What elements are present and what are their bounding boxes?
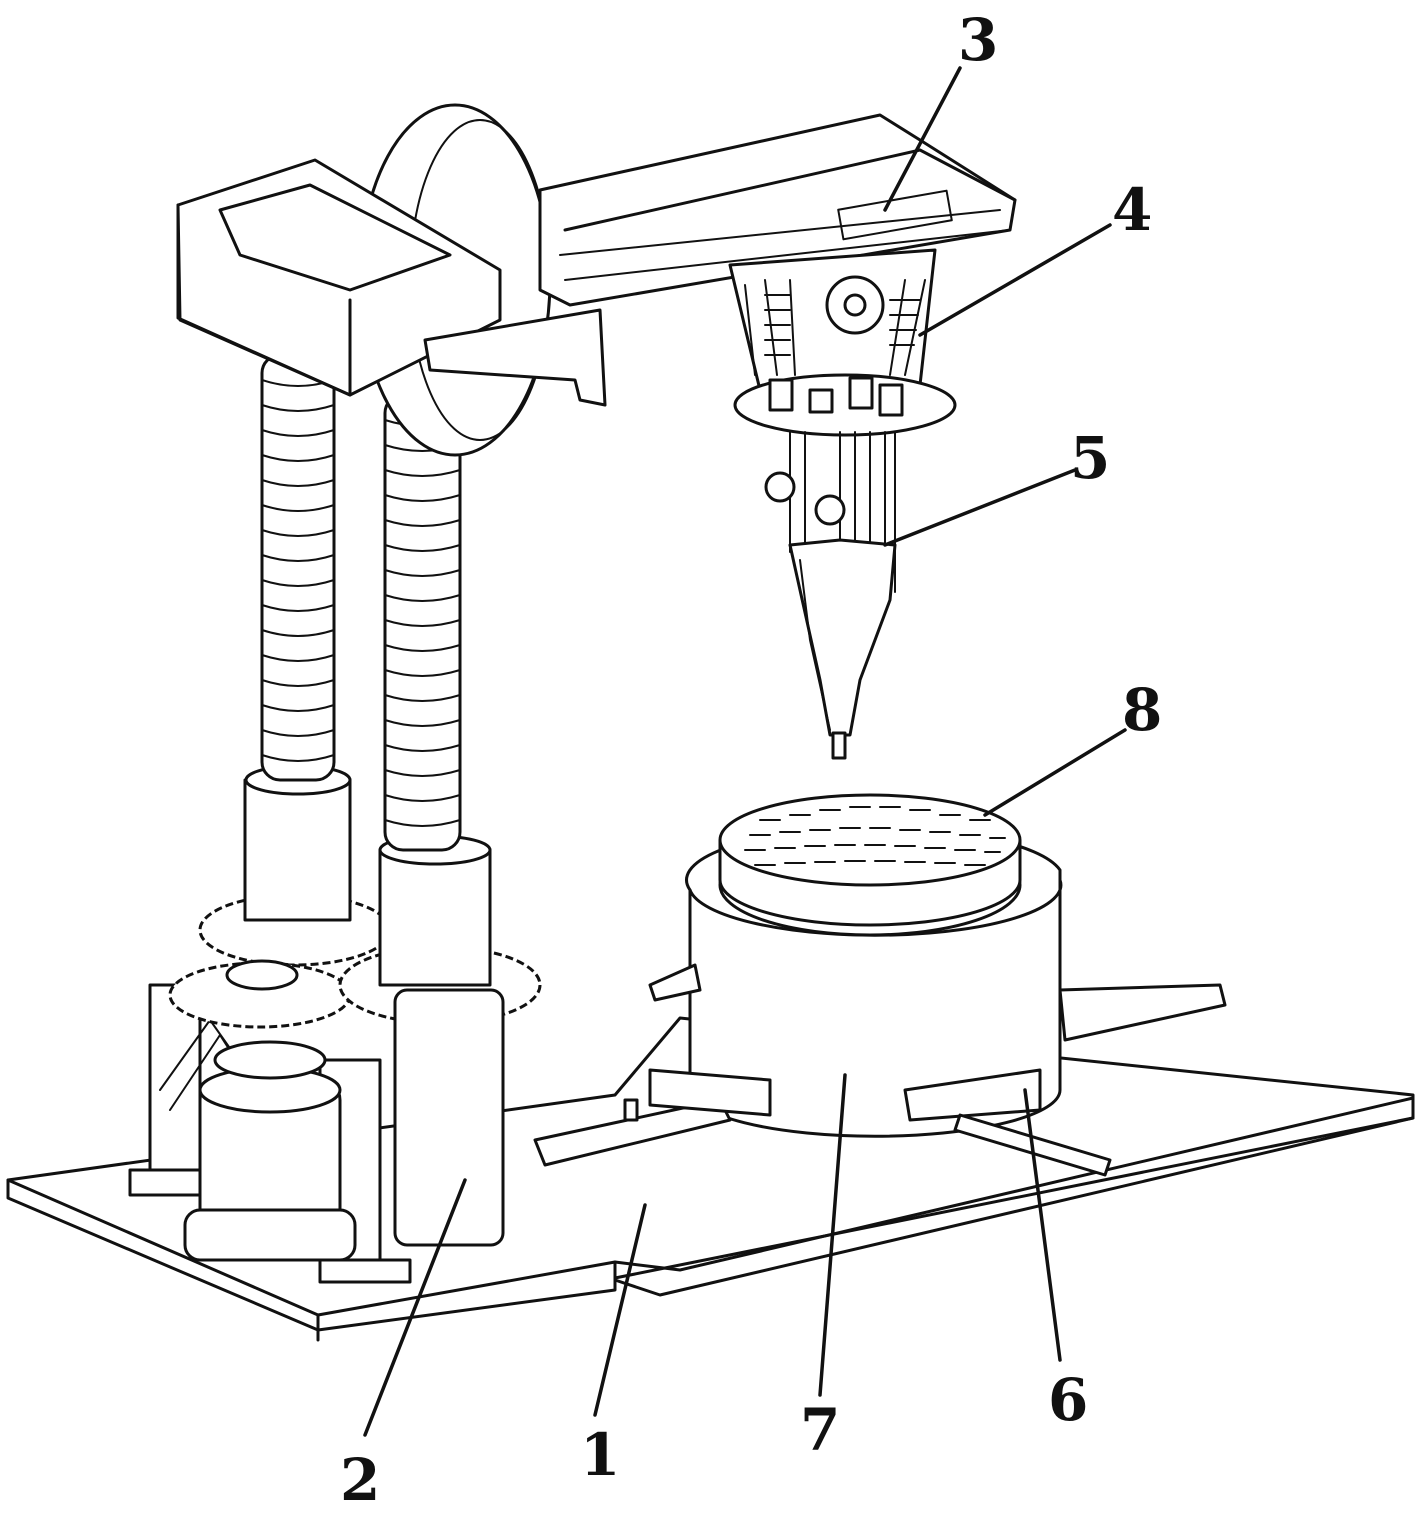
- callout-2: 2: [340, 1446, 380, 1513]
- spring-mount: [728, 248, 957, 437]
- callout-3: 3: [958, 6, 998, 74]
- top-frame: [176, 103, 607, 457]
- callout-4: 4: [1112, 176, 1152, 244]
- screw-threads: [261, 379, 461, 827]
- lift-columns: [128, 353, 542, 1284]
- callout-8: 8: [1122, 676, 1162, 744]
- horizontal-arm: [538, 113, 1017, 307]
- callout-labels: 3 4 5 8 6 7 1 2: [340, 6, 1162, 1513]
- nozzle-head: [764, 431, 897, 760]
- callout-1: 1: [580, 1421, 620, 1489]
- callout-5: 5: [1070, 424, 1110, 492]
- callout-6: 6: [1048, 1366, 1088, 1434]
- callout-7: 7: [800, 1396, 840, 1464]
- perforated-platform: [718, 793, 1022, 937]
- leader-lines: [363, 66, 1127, 1437]
- platform-holes: [744, 806, 1006, 866]
